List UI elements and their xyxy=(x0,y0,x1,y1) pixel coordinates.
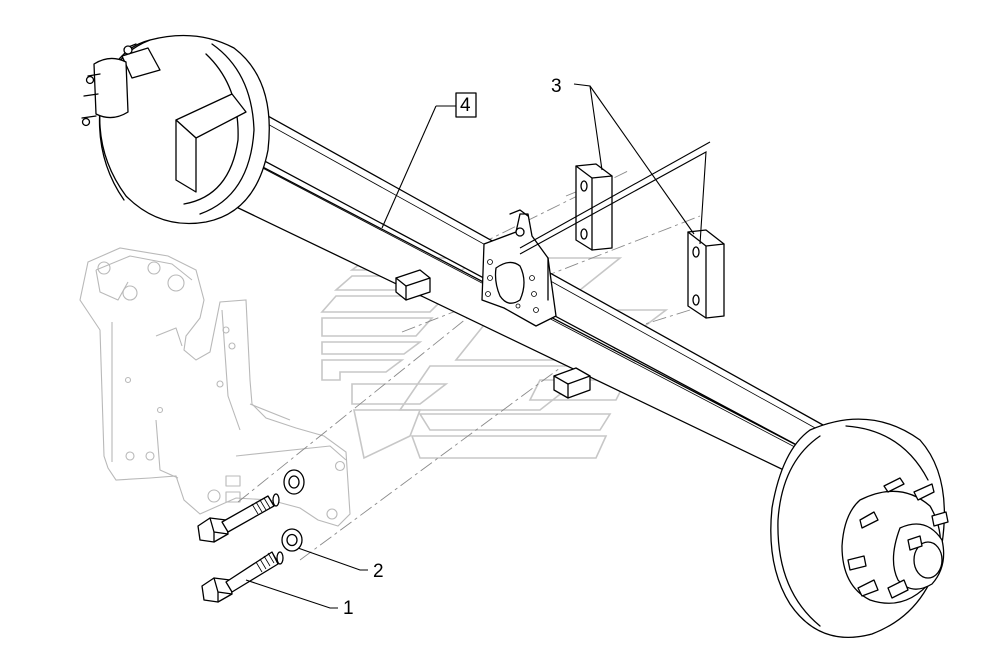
washer-lower xyxy=(281,528,303,552)
bolt-upper xyxy=(197,493,280,543)
callout-2: 2 xyxy=(373,561,384,582)
axle-pads xyxy=(395,269,591,399)
svg-text:1: 1 xyxy=(343,598,354,619)
washer-upper xyxy=(283,469,305,495)
leader-lines xyxy=(245,83,711,609)
svg-text:2: 2 xyxy=(373,561,384,582)
callout-1: 1 xyxy=(343,598,354,619)
svg-text:4: 4 xyxy=(460,95,471,116)
watermark-logo xyxy=(320,257,669,460)
svg-text:3: 3 xyxy=(551,76,562,97)
callout-4-box xyxy=(455,92,477,118)
left-hub xyxy=(81,34,270,225)
right-hub xyxy=(770,418,949,638)
bolt-lower xyxy=(201,551,284,603)
callout-3: 3 xyxy=(551,76,562,97)
callout-4: 4 xyxy=(455,92,477,118)
spring-seat xyxy=(481,209,557,327)
frame-bracket-ghost xyxy=(79,247,351,527)
spacer-block-lower xyxy=(687,229,725,319)
